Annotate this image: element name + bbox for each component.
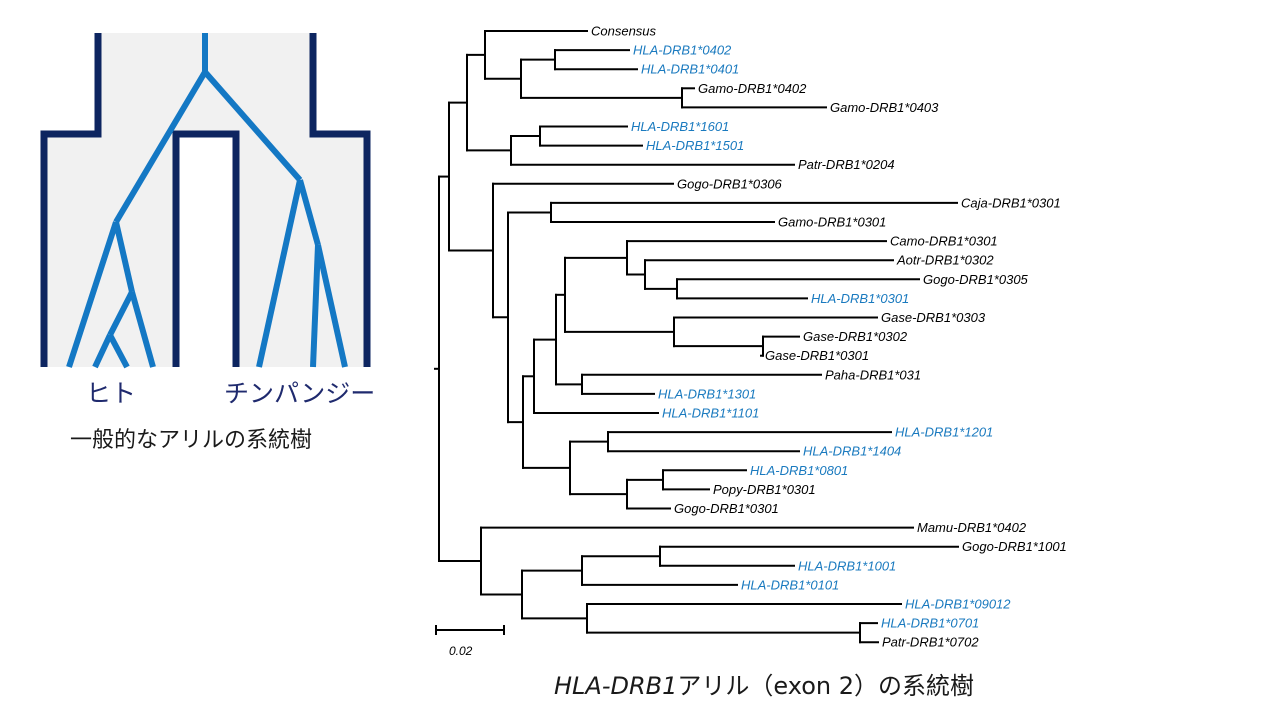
tree-leaf-label: HLA-DRB1*1201 [895,425,993,440]
tree-leaf-label: Gase-DRB1*0302 [803,329,908,344]
tree-branches [434,30,959,644]
left-caption: 一般的なアリルの系統樹 [70,428,313,453]
tree-leaf-label: HLA-DRB1*09012 [905,597,1011,612]
tree-leaf-label: Aotr-DRB1*0302 [896,253,994,268]
tree-leaf-label: HLA-DRB1*0101 [741,577,839,592]
label-chimpanzee: チンパンジー [224,379,376,408]
tree-leaf-label: Mamu-DRB1*0402 [917,520,1027,535]
tree-leaf-label: Gogo-DRB1*0305 [923,272,1029,287]
species-gene-tree-diagram [40,33,371,369]
tree-leaf-label: HLA-DRB1*1601 [631,119,729,134]
tree-leaf-label: HLA-DRB1*0801 [750,463,848,478]
right-caption: HLA-DRB1アリル（exon 2）の系統樹 [554,666,974,701]
tree-leaf-label: Patr-DRB1*0204 [798,157,895,172]
tree-leaf-label: HLA-DRB1*1301 [658,386,756,401]
tree-leaf-label: Paha-DRB1*031 [825,367,921,382]
tree-leaf-label: Camo-DRB1*0301 [890,234,998,249]
tree-leaf-labels: ConsensusHLA-DRB1*0402HLA-DRB1*0401Gamo-… [591,24,1067,650]
tree-leaf-label: Gogo-DRB1*0301 [674,501,779,516]
tree-leaf-label: HLA-DRB1*1404 [803,444,901,459]
tree-leaf-label: Patr-DRB1*0702 [882,635,979,650]
tree-leaf-label: HLA-DRB1*0401 [641,62,739,77]
tree-leaf-label: Gamo-DRB1*0403 [830,100,939,115]
tree-leaf-label: Gamo-DRB1*0402 [698,81,807,96]
label-human: ヒト [86,379,137,408]
tree-leaf-label: Consensus [591,24,657,39]
tree-leaf-label: Caja-DRB1*0301 [961,195,1061,210]
right-caption-rest: アリル（exon 2）の系統樹 [677,672,974,700]
tree-leaf-label: Gase-DRB1*0303 [881,310,986,325]
right-caption-gene: HLA-DRB1 [554,672,678,700]
tree-leaf-label: Gamo-DRB1*0301 [778,215,886,230]
tree-leaf-label: HLA-DRB1*0701 [881,616,979,631]
tree-leaf-label: Gogo-DRB1*1001 [962,539,1067,554]
gene-tree-lines [66,33,348,369]
species-tree-fill [44,33,367,367]
tree-leaf-label: Gogo-DRB1*0306 [677,176,783,191]
tree-leaf-label: HLA-DRB1*1101 [662,406,759,421]
species-tree-outline [40,33,371,367]
scale-bar: 0.02 [435,625,505,658]
tree-leaf-label: Gase-DRB1*0301 [765,348,869,363]
tree-leaf-label: HLA-DRB1*1501 [646,138,744,153]
tree-leaf-label: HLA-DRB1*0301 [811,291,909,306]
tree-leaf-label: Popy-DRB1*0301 [713,482,816,497]
scale-bar-label: 0.02 [449,644,473,658]
tree-leaf-label: HLA-DRB1*0402 [633,43,732,58]
tree-leaf-label: HLA-DRB1*1001 [798,558,896,573]
